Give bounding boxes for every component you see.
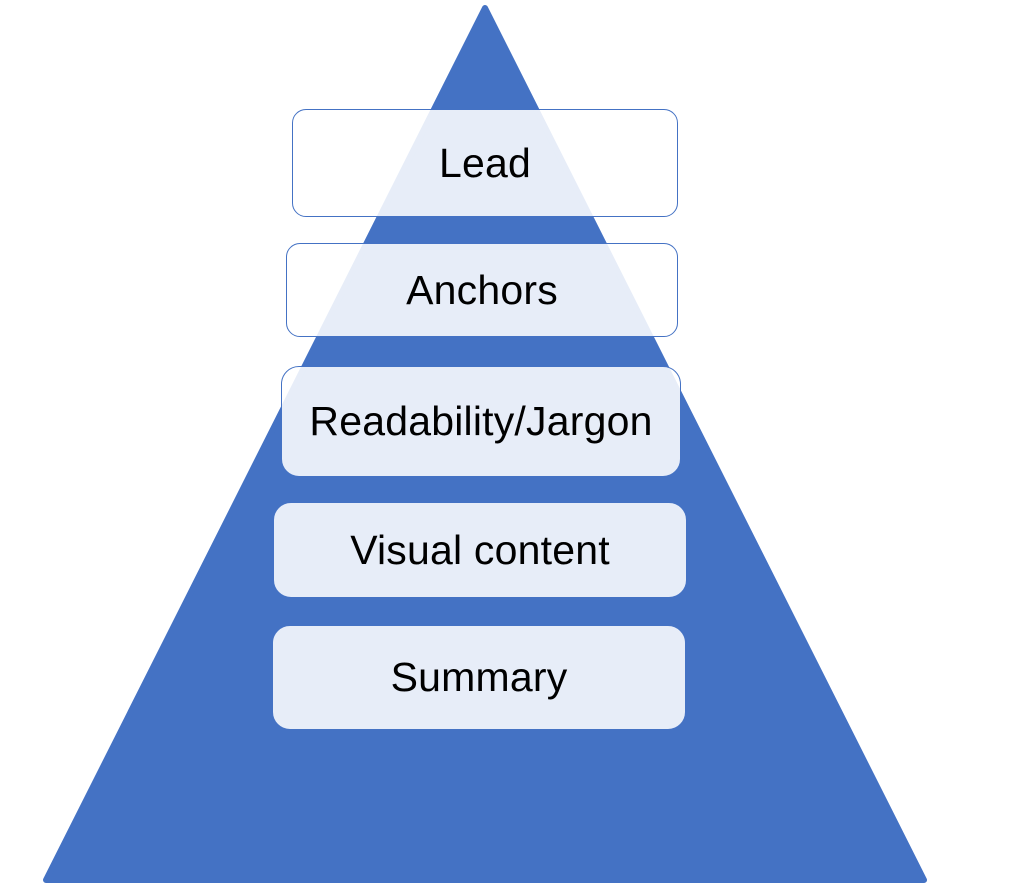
pyramid-level-label: Readability/Jargon: [309, 398, 653, 444]
pyramid-level-label: Lead: [438, 139, 531, 186]
pyramid-level-box-summary: Summary: [272, 625, 686, 730]
pyramid-level-label: Anchors: [406, 266, 558, 313]
pyramid-level-label: Summary: [390, 654, 568, 700]
pyramid-level-box-readability-jargon: Readability/Jargon: [281, 366, 681, 477]
pyramid-level-box-anchors: Anchors: [286, 243, 678, 337]
pyramid-level-box-visual-content: Visual content: [273, 502, 687, 598]
pyramid-level-box-lead: Lead: [292, 109, 678, 217]
pyramid-level-label: Visual content: [350, 526, 610, 573]
